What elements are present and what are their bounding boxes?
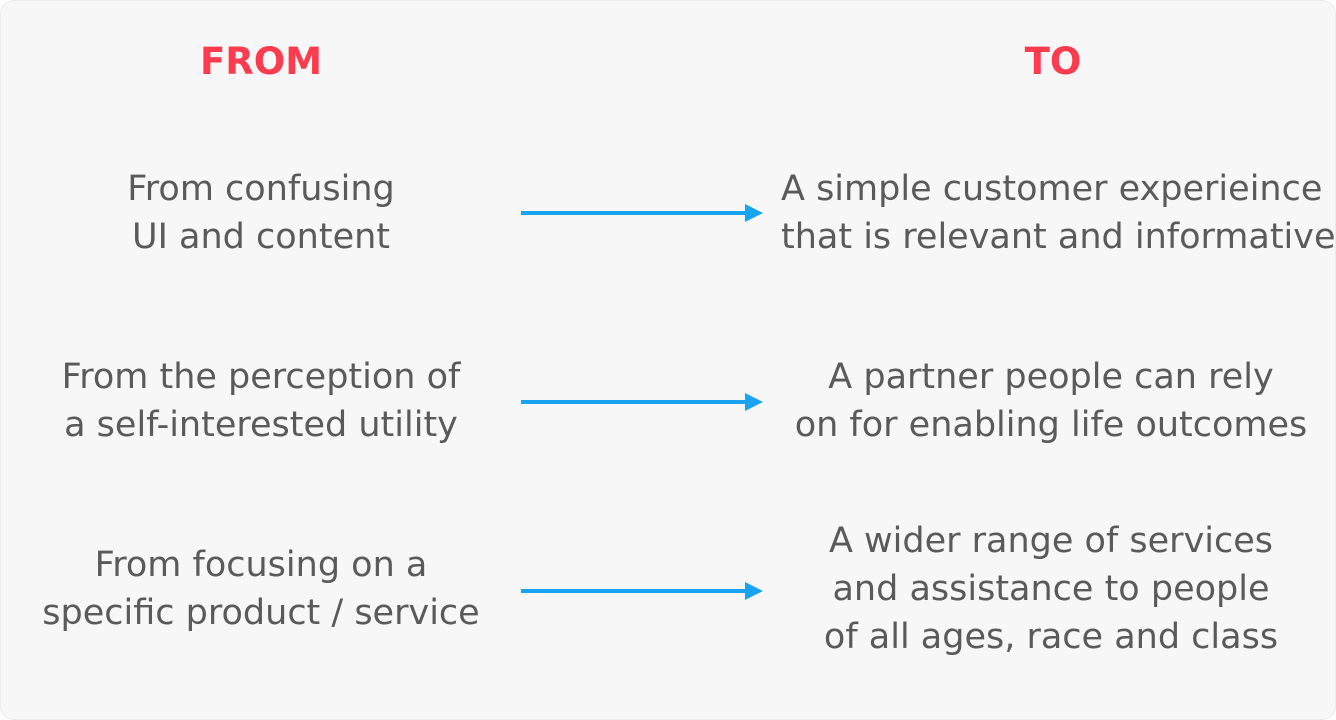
- arrow-head: [745, 204, 763, 222]
- to-item-2-line-2: on for enabling life outcomes: [794, 405, 1308, 445]
- from-item-2-line-1: From the perception of: [61, 357, 461, 397]
- from-heading: FROM: [199, 40, 323, 83]
- arrow-right-icon: [519, 392, 765, 412]
- to-item-1-line-2: that is relevant and informative: [781, 217, 1336, 257]
- arrow-head: [745, 582, 763, 600]
- from-item-1-line-1: From confusing: [127, 169, 395, 209]
- to-item-2-line-1: A partner people can rely: [828, 357, 1274, 397]
- to-item-3-line-3: of all ages, race and class: [823, 617, 1279, 657]
- from-item-2-line-2: a self-interested utility: [64, 405, 458, 445]
- to-item-3: A wider range of services and assistance…: [781, 517, 1321, 661]
- to-item-2: A partner people can rely on for enablin…: [781, 353, 1321, 449]
- from-item-1-line-2: UI and content: [131, 217, 391, 257]
- to-item-1: A simple customer experieince that is re…: [781, 165, 1336, 261]
- from-item-3-line-1: From focusing on a: [94, 545, 428, 585]
- arrow-right-icon: [519, 203, 765, 223]
- to-item-3-line-2: and assistance to people: [832, 569, 1270, 609]
- to-item-1-line-1: A simple customer experieince: [781, 169, 1323, 209]
- to-heading: TO: [1024, 40, 1082, 83]
- to-item-3-line-1: A wider range of services: [828, 521, 1274, 561]
- from-item-2: From the perception of a self-interested…: [21, 353, 501, 449]
- from-item-1: From confusing UI and content: [21, 165, 501, 261]
- arrow-right-icon: [519, 581, 765, 601]
- from-item-3: From focusing on a specific product / se…: [21, 541, 501, 637]
- arrow-head: [745, 393, 763, 411]
- from-item-3-line-2: specific product / service: [42, 593, 480, 633]
